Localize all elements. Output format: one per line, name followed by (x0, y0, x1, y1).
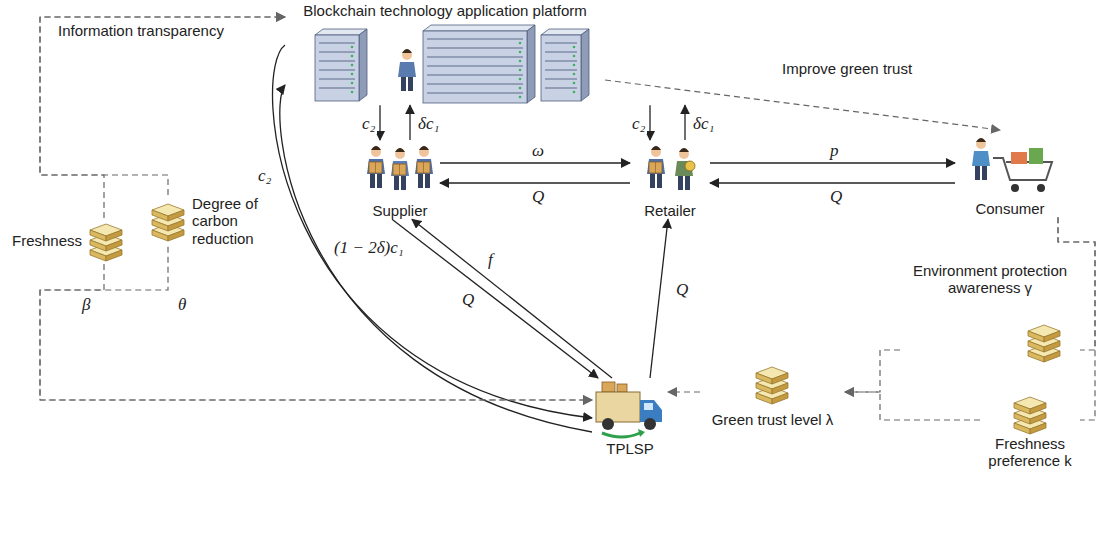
edge-label: Improve green trust (780, 60, 914, 77)
dashed-connector (40, 264, 592, 400)
factor-node: Freshness preference k (980, 395, 1080, 470)
node-label: Freshness preference k (980, 435, 1080, 470)
dashed-connector (40, 17, 285, 195)
node-label: Degree of carbon reduction (192, 195, 276, 247)
flow-arrow (409, 105, 410, 140)
dashed-connector (40, 247, 592, 400)
edge-label: β (80, 295, 92, 315)
edge-label: ω (530, 141, 546, 161)
flow-arrow (710, 162, 955, 163)
retailer-figure (630, 140, 710, 202)
dashed-connector (845, 392, 980, 420)
edge-label: c₂ (630, 114, 647, 134)
platform-node: Blockchain technology application platfo… (285, 2, 605, 105)
edge-label: θ (176, 295, 188, 315)
node-label: Blockchain technology application platfo… (285, 2, 605, 19)
node-label: Consumer (955, 200, 1065, 217)
edge-label: Q (674, 280, 690, 300)
factor-node: Green trust level λ (700, 365, 845, 428)
factor-node: Freshness (4, 218, 130, 264)
flow-arrow (684, 105, 685, 140)
actor-node: Retailer (630, 140, 710, 219)
flow-arrow (440, 162, 630, 163)
dashed-connector (1058, 217, 1095, 420)
node-label: Environment protection awareness γ (900, 262, 1080, 297)
dashed-connector (1058, 217, 1095, 350)
flow-arrow (412, 219, 612, 378)
dashed-connector (845, 350, 900, 392)
stack-icon (148, 198, 188, 244)
stack-icon (1008, 395, 1053, 435)
edge-label: f (486, 250, 495, 270)
edge-label: c₂ (360, 114, 377, 134)
stack-icon (1022, 323, 1067, 363)
actor-node: Consumer (955, 130, 1065, 217)
supplier-figure (360, 140, 440, 202)
edge-label: Q (828, 187, 844, 207)
edge-label: Q (530, 187, 546, 207)
edge-label: (1 − 2δ)c₁ (332, 238, 406, 258)
flow-arrow (379, 105, 380, 140)
dashed-connector (605, 80, 1000, 130)
dashed-connector (668, 391, 700, 392)
edge-label: p (828, 141, 841, 161)
flow-arrow (392, 219, 598, 378)
flow-arrow (710, 182, 955, 183)
node-label: Retailer (630, 202, 710, 219)
stack-icon (86, 218, 126, 264)
consumer-figure (955, 130, 1065, 200)
stack-icon (750, 365, 795, 405)
factor-node: Degree of carbon reduction (148, 195, 278, 247)
node-label: Supplier (360, 202, 440, 219)
truck-icon (592, 378, 668, 440)
node-label: Freshness (4, 232, 82, 249)
flow-arrow (440, 182, 630, 183)
actor-node: TPLSP (592, 378, 668, 457)
flow-arrow (649, 105, 650, 140)
actor-node: Supplier (360, 140, 440, 219)
flow-arrow (650, 219, 668, 378)
server-illustration (295, 21, 595, 105)
node-label: Green trust level λ (700, 411, 845, 428)
edge-label: Q (460, 290, 476, 310)
node-label: TPLSP (592, 440, 668, 457)
edge-label: δc₁ (416, 114, 441, 134)
dashed-connector (40, 17, 285, 218)
edge-label: δc₁ (691, 114, 716, 134)
flow-arrow (280, 85, 592, 432)
factor-node: Environment protection awareness γ (900, 262, 1080, 363)
edge-label: Information transparency (56, 22, 226, 39)
edge-label: c₂ (256, 166, 273, 186)
